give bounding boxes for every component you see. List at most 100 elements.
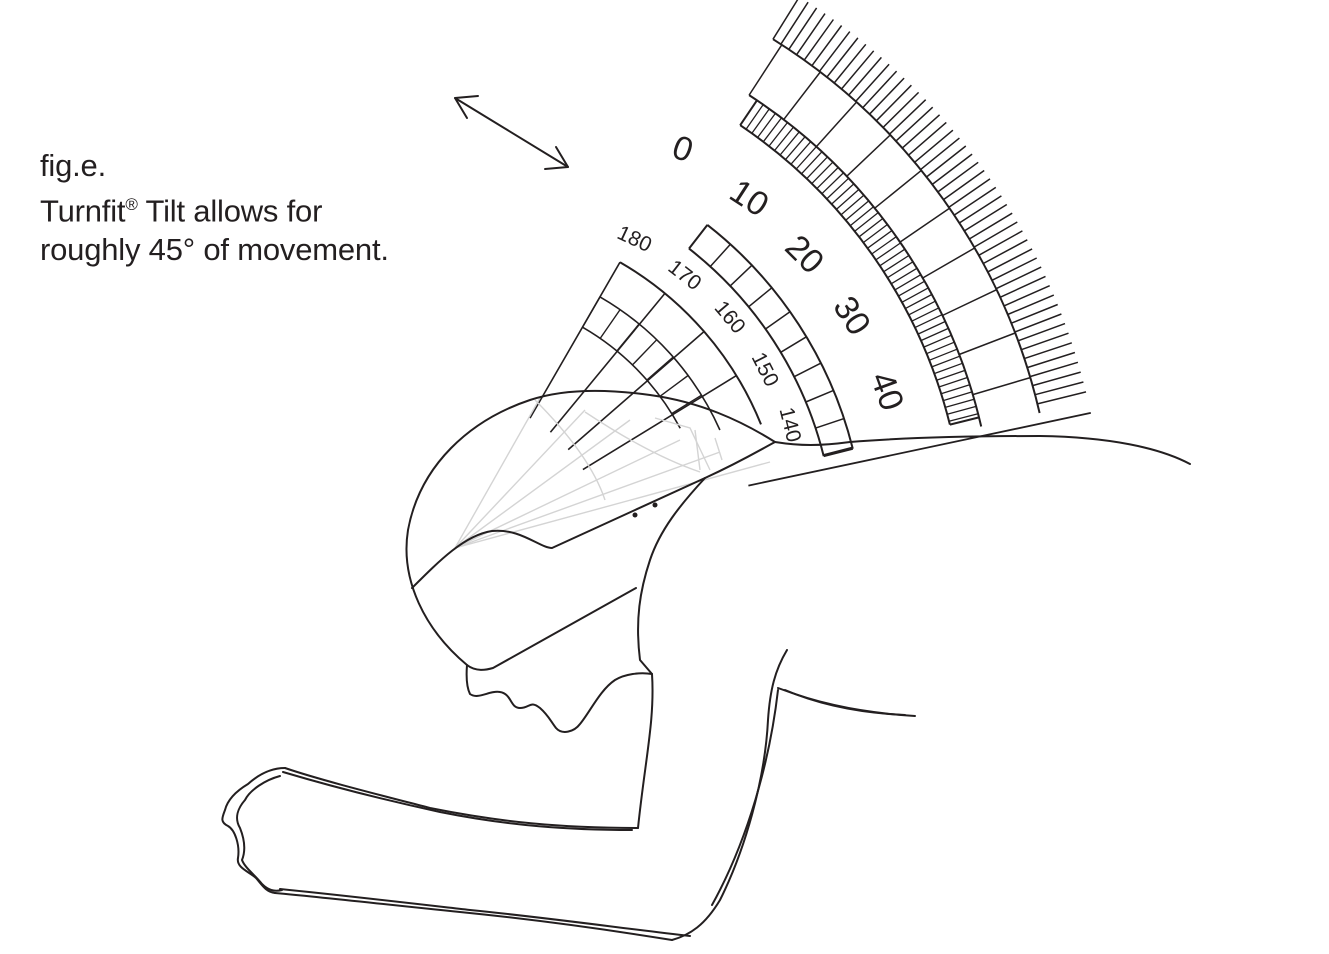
- outer-scale-tick: [818, 31, 851, 72]
- outer-scale-tick: [901, 114, 941, 149]
- hatch-tick: [871, 236, 897, 255]
- outer-scale-label: 10: [723, 172, 775, 224]
- outer-scale-tick: [978, 230, 1023, 256]
- outer-scale-tick: [987, 248, 1033, 273]
- hatch-tick: [845, 200, 870, 221]
- band-divider: [874, 169, 922, 209]
- hatch-tick: [898, 280, 925, 297]
- small-protractor-tick: [671, 394, 702, 415]
- hatch-tick: [926, 341, 955, 355]
- hatch-tick: [826, 177, 850, 200]
- caption-brand: Turnfit: [40, 193, 126, 229]
- outer-scale-tick: [788, 7, 818, 50]
- small-protractor-tick: [599, 309, 621, 339]
- outer-scale-tick: [1003, 285, 1051, 307]
- neck-outline: [637, 477, 706, 675]
- hatch-tick: [920, 327, 949, 342]
- band-arc-inner: [748, 94, 983, 427]
- outer-scale-tick: [920, 137, 960, 171]
- outer-scale-tick: [1021, 332, 1069, 351]
- outer-scale-tick: [991, 257, 1038, 281]
- forearm-bottom-2: [279, 888, 691, 937]
- hatch-end: [949, 416, 980, 426]
- outer-scale-tick: [811, 25, 843, 67]
- inner-band-divider: [823, 446, 853, 456]
- hatch-tick: [879, 248, 906, 267]
- band-divider: [942, 289, 997, 317]
- hatch-tick: [940, 384, 970, 395]
- upper-arm-outline: [637, 673, 654, 829]
- small-protractor-tick: [631, 339, 658, 366]
- outer-scale-tick: [772, 0, 799, 40]
- forearm-top-2: [282, 771, 633, 831]
- hatch-tick: [768, 122, 789, 147]
- forearm-top: [284, 767, 639, 829]
- hatch-tick: [875, 242, 901, 261]
- band-divider: [815, 101, 858, 148]
- hatch-tick: [936, 369, 966, 381]
- outer-scale-tick: [953, 186, 997, 216]
- hatch-tick: [757, 113, 776, 138]
- cyclist-figure: [221, 389, 1191, 941]
- outer-scale-tick: [868, 77, 905, 115]
- outer-scale-tick: [1029, 361, 1079, 378]
- inner-band-arc-2: [688, 247, 825, 457]
- outer-scale-tick: [882, 91, 920, 129]
- outer-scale-tick: [855, 63, 890, 102]
- outer-scale-tick: [1014, 313, 1062, 333]
- scale-baseline: [748, 412, 1091, 487]
- outer-scale-tick: [1037, 391, 1087, 405]
- torso-side: [777, 687, 916, 717]
- hatch-tick: [751, 108, 770, 134]
- outer-scale-tick: [948, 178, 991, 208]
- hatch-tick: [933, 362, 963, 375]
- double-headed-arrow-icon: [454, 95, 569, 170]
- outer-scale-tick: [964, 203, 1008, 232]
- small-protractor-tick: [646, 356, 674, 381]
- outer-scale-tick: [1017, 322, 1066, 342]
- hatch-tick: [821, 172, 844, 195]
- hatch-tick: [931, 355, 961, 368]
- hatch-tick: [779, 131, 800, 156]
- band-divider: [958, 332, 1016, 356]
- outer-scale-tick: [875, 84, 912, 122]
- inner-band-divider: [729, 264, 753, 287]
- back-outline: [774, 435, 1191, 465]
- outer-scale-tick: [931, 153, 973, 185]
- small-protractor-tick: [659, 374, 689, 397]
- outer-scale-labels: 0 10 20 30 40: [667, 128, 911, 416]
- inner-band-divider: [793, 362, 822, 378]
- hatch-tick: [811, 161, 834, 185]
- outer-scale-tick: [1026, 351, 1076, 369]
- inner-scale-label: 180: [614, 221, 655, 257]
- small-protractor-ray: [549, 292, 666, 433]
- hatch-tick: [943, 391, 973, 402]
- outer-scale-tick: [1034, 381, 1084, 396]
- outer-scale-tick: [908, 121, 947, 156]
- small-protractor-tick: [616, 323, 640, 352]
- small-protractor-tick: [581, 296, 601, 328]
- outer-scale-tick: [995, 266, 1042, 290]
- outer-scale-tick: [1024, 342, 1073, 360]
- outer-scale-tick: [803, 19, 835, 61]
- outer-scale-label: 30: [825, 290, 877, 342]
- outer-scale-tick: [840, 50, 875, 90]
- inner-band-divider: [815, 417, 845, 429]
- inner-band-divider: [709, 243, 731, 268]
- eye-mark: [632, 512, 638, 518]
- hatch-tick: [806, 156, 828, 180]
- helmet-overlay-guides: [454, 397, 771, 549]
- hatch-tick: [938, 376, 968, 388]
- hatch-tick: [854, 212, 879, 232]
- outer-scale-tick: [982, 239, 1028, 265]
- helmet-visor: [411, 477, 706, 589]
- inner-band-divider: [805, 389, 834, 403]
- hatch-tick: [835, 189, 860, 210]
- eye-mark: [652, 502, 658, 508]
- forearm-bottom: [274, 892, 673, 941]
- outer-scale-tick: [958, 195, 1002, 224]
- outer-scale-tick: [926, 145, 967, 178]
- hatch-tick: [894, 274, 922, 291]
- face-outline: [465, 664, 653, 733]
- hatch-tick: [947, 405, 977, 415]
